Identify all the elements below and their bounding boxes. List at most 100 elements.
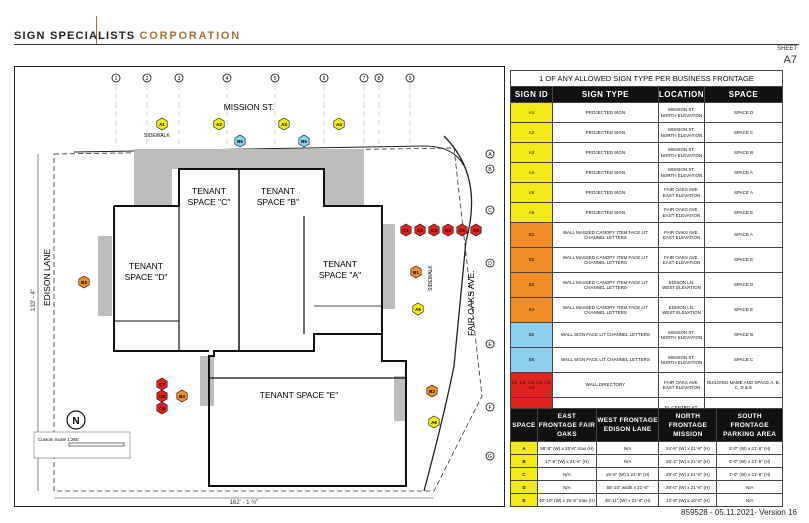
sign-marker-a5 [412, 302, 424, 316]
sign-marker-a3 [278, 117, 290, 131]
tenant-b-l1: TENANT [261, 186, 295, 196]
cell-space: SPACE A [704, 222, 783, 248]
curb-line [423, 135, 473, 492]
cell-space: SPACE A [704, 162, 783, 183]
grid-bubble [270, 73, 280, 83]
frontage-col: SPACE [510, 408, 538, 442]
cell-type: PROJECTED SIGN [551, 122, 659, 143]
frontage-cell: N/A [716, 493, 783, 507]
wall-east-e [394, 376, 406, 421]
cell-space: SPACE E [704, 297, 783, 323]
marker-label: B4 [179, 394, 185, 399]
grid-label: E [488, 342, 492, 348]
grid-label: D [488, 261, 492, 267]
sign-marker-b5 [298, 134, 310, 148]
sheet-number: A7 [783, 54, 797, 66]
sign-marker-c1 [400, 223, 412, 237]
grid-bubble [405, 73, 415, 83]
grid-bubble [485, 149, 495, 159]
cell-loc: FAIR OAKS AVE.EAST ELEVATION [657, 202, 706, 223]
cell-type: WALL DIRECTORY [551, 372, 659, 398]
frontage-cell: 17'-8" (W) x 21'-6" (H) [537, 454, 597, 468]
frontage-col: NORTH FRONTAGE MISSION [658, 408, 718, 442]
cell-type: WALL MASSED CANOPY ITEM FACE LIT CHANNEL… [551, 247, 659, 273]
cell-loc: FAIR OAKS AVE.EAST ELEVATION [657, 222, 706, 248]
frontage-cell: 24'-6" (W) x 21'-6" (H) [658, 441, 718, 455]
marker-label: C1 [403, 228, 409, 233]
north-arrow-icon [66, 410, 86, 430]
sign-marker-a2 [213, 117, 225, 131]
col-sign-type: SIGN TYPE [551, 86, 659, 103]
col-sign-id: SIGN ID [510, 86, 553, 103]
marker-label: C5 [459, 228, 465, 233]
cell-space: SPACE C [704, 347, 783, 373]
cell-type: WALL SIGN FACE LIT CHANNEL LETTERS [551, 347, 659, 373]
cell-type: WALL MASSED CANOPY ITEM FACE LIT CHANNEL… [551, 297, 659, 323]
marker-label: A6 [431, 420, 437, 425]
canopy-north [134, 149, 364, 169]
marker-label: B5 [301, 139, 307, 144]
cell-type: PROJECTED SIGN [551, 202, 659, 223]
cell-space: SPACE C [704, 122, 783, 143]
marker-label: A3 [281, 122, 287, 127]
cell-loc: MISSION ST.NORTH ELEVATION [657, 102, 706, 123]
sidewalk-edge [73, 145, 465, 167]
cell-id: B6 [510, 347, 553, 373]
frontage-col: SOUTH FRONTAGE PARKING AREA [716, 408, 783, 442]
cell-loc: EDISON LN.WEST ELEVATION [657, 297, 706, 323]
sheet-label: SHEET [776, 46, 797, 52]
sign-marker-c3 [428, 223, 440, 237]
frontage-cell: B [510, 454, 538, 468]
frontage-cell: 40'-10" (W) x 26'-6" max (H) [537, 493, 597, 507]
grid-bubble [485, 205, 495, 215]
cell-loc: MISSION ST.NORTH ELEVATION [657, 347, 706, 373]
dim-left: 133' - 4" [31, 289, 37, 311]
frontage-cell: N/A [595, 454, 660, 468]
cell-loc: FAIR OAKS AVE.EAST ELEVATION [657, 247, 706, 273]
marker-label: A4 [336, 122, 342, 127]
grid-bubble [359, 73, 369, 83]
grid-label: A [488, 152, 492, 158]
grid-bubble [374, 73, 384, 83]
north-label: N [72, 416, 79, 427]
cell-id: A2 [510, 122, 553, 143]
grid-bubble [222, 73, 232, 83]
cell-space: SPACE E [704, 202, 783, 223]
building-outline-west [113, 206, 209, 352]
wall-nw [134, 166, 172, 206]
cell-id: A1 [510, 102, 553, 123]
grid-bubble [174, 73, 184, 83]
scale-box [33, 431, 131, 459]
grid-label: 3 [178, 76, 181, 82]
sign-marker-c6 [470, 223, 482, 237]
frontage-cell: 29'-0" (W) x 21'-6" (H) [658, 467, 718, 481]
marker-label: C4 [445, 228, 451, 233]
sign-marker-c2 [414, 223, 426, 237]
grid-bubble [485, 451, 495, 461]
frontage-cell: 58'-10" width x 21'-6" [595, 480, 660, 494]
frontage-col: WEST FRONTAGE EDISON LANE [595, 408, 660, 442]
sign-marker-a1 [156, 117, 168, 131]
grid-label: 1 [115, 76, 118, 82]
marker-label: C6 [473, 228, 479, 233]
tenant-d-l1: TENANT [129, 261, 163, 271]
frontage-cell: E [510, 493, 538, 507]
cell-space: BUILDING NAME AND SPACE A, B, C, D & E [704, 372, 783, 398]
frontage-cell: 7'-0" (W) x 21'-6" (H) [716, 467, 783, 481]
marker-label: A2 [216, 122, 222, 127]
cell-loc: EDISON LN.WEST ELEVATION [657, 272, 706, 298]
grid-label: 8 [378, 76, 381, 82]
cell-id: B2 [510, 247, 553, 273]
scale-label: Custom Scale 1:250 [38, 437, 79, 442]
sign-marker-b2 [426, 384, 438, 398]
marker-label: B2 [429, 389, 435, 394]
marker-label: C2 [417, 228, 423, 233]
